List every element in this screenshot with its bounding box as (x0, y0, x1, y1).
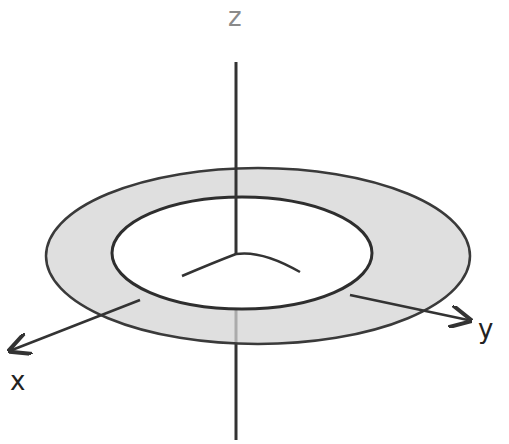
axis-label-x: x (10, 368, 25, 394)
torus-outer-edge (46, 168, 470, 344)
torus-shading (46, 168, 470, 344)
x-axis (12, 300, 140, 350)
torus-inner-edge (112, 197, 372, 309)
axis-label-y: y (478, 316, 493, 342)
y-axis (350, 295, 468, 320)
y-axis-inner (236, 253, 300, 272)
axis-label-z: z (228, 4, 242, 30)
x-axis-inner (182, 254, 236, 276)
z-axis-upper (235, 62, 238, 255)
